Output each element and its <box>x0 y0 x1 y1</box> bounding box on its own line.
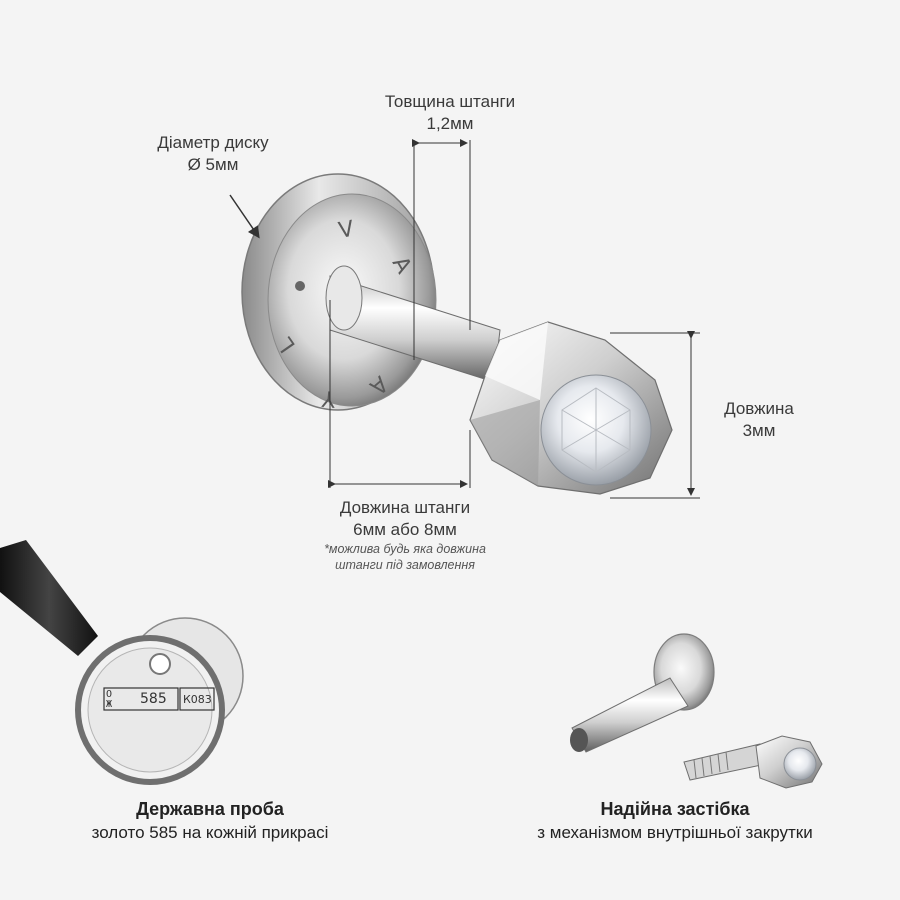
lens-screw <box>149 653 171 675</box>
magnifier-handle <box>0 540 98 656</box>
disc-diameter-title: Діаметр диску <box>157 133 269 152</box>
bar-thickness-label: Товщина штанги 1,2мм <box>330 91 570 135</box>
hallmark-code-text: К083 <box>183 693 212 706</box>
length-dimension <box>610 331 700 499</box>
caption-right-title: Надійна застібка <box>600 799 750 819</box>
bar-length-title: Довжина штанги <box>339 498 471 517</box>
clasp-gemstone <box>783 747 817 781</box>
hallmark-stamp-box <box>103 687 179 711</box>
hallmark-magnifier <box>0 540 244 785</box>
bar-thickness-title: Товщина штанги <box>384 92 516 111</box>
engraving-letter: Y <box>320 385 337 411</box>
bar-collar <box>325 265 363 331</box>
caption-right-subtitle: з механізмом внутрішньої закрутки <box>537 823 813 842</box>
setting-facet <box>485 322 548 400</box>
length-label: Довжина 3мм <box>694 398 824 442</box>
main-earring: V A S A Y L <box>241 173 673 495</box>
bar-thickness-value: 1,2мм <box>426 114 474 133</box>
hallmark-glyph-a: О <box>106 689 113 700</box>
clasp-illustration <box>570 633 823 789</box>
caption-left-subtitle: золото 585 на кожній прикрасі <box>91 823 329 842</box>
caption-right: Надійна застібка з механізмом внутрішньо… <box>460 798 890 844</box>
hallmark-stamp-text: 585 <box>140 691 167 707</box>
length-title: Довжина <box>724 399 794 418</box>
bar-length-value: 6мм або 8мм <box>353 520 457 539</box>
clasp-bar <box>571 677 689 753</box>
hallmark-glyph-b: Ж <box>106 699 113 710</box>
caption-left: Державна проба золото 585 на кожній прик… <box>20 798 400 844</box>
caption-left-title: Державна проба <box>136 799 284 819</box>
hallmark-code-box <box>179 687 215 711</box>
disc-dot <box>295 281 305 291</box>
length-value: 3мм <box>742 421 776 440</box>
clasp-thread <box>683 743 767 781</box>
bar-thickness-dimension <box>412 139 471 360</box>
bar-length-label: Довжина штанги 6мм або 8мм *можлива будь… <box>280 497 530 573</box>
bar-length-dimension <box>328 300 471 488</box>
gem-facets <box>561 387 631 473</box>
disc-diameter-label: Діаметр диску Ø 5мм <box>118 132 308 176</box>
disc-diameter-arrow <box>229 194 260 239</box>
disc-diameter-value: Ø 5мм <box>187 155 239 174</box>
thread-lines <box>693 751 729 779</box>
bar-length-note-1: *можлива будь яка довжина <box>324 542 486 556</box>
hallmark-glyphs: О Ж <box>106 690 112 710</box>
setting-facet <box>470 400 540 486</box>
clasp-bar-end <box>570 728 588 752</box>
bar-length-note-2: штанги під замовлення <box>335 558 475 572</box>
engraving-letter: V <box>337 217 356 244</box>
